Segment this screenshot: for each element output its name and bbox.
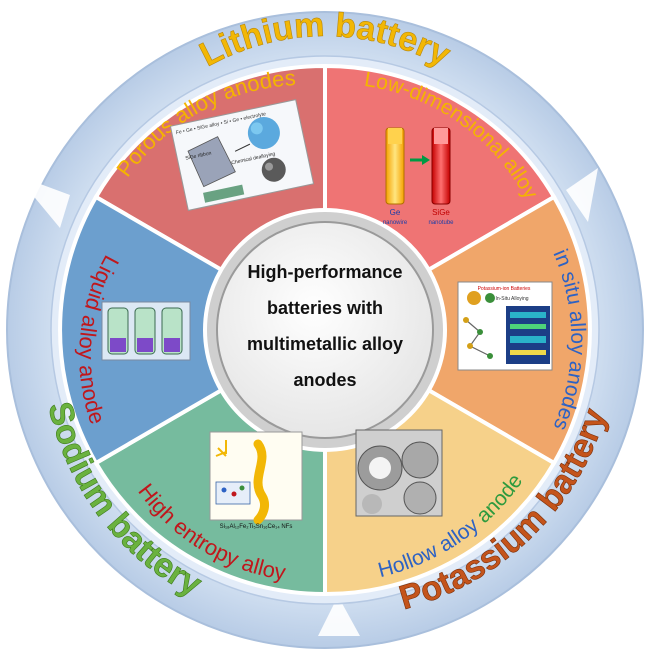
in-situ-band-3 <box>510 336 546 343</box>
nanowire-arrowhead <box>422 155 430 165</box>
he-atom-3 <box>239 485 245 491</box>
in-situ-band-4 <box>510 350 546 355</box>
in-situ-subtitle: In-Situ Alloying <box>495 296 528 302</box>
high-entropy-fiber <box>253 439 269 525</box>
inset-porous-image: Fe • Ge • SiGe alloy • Si • Ge • electro… <box>169 99 315 211</box>
porous-arrow <box>234 143 251 152</box>
in-situ-atom-a <box>467 291 481 305</box>
inset-low-dimensional-image: Ge SiGe nanowire nanotube <box>383 127 454 226</box>
sige-label: SiGe <box>432 208 450 217</box>
porous-inset-ribbon: SiGe ribbon <box>185 150 212 161</box>
he-atom-2 <box>231 491 237 497</box>
segment-liquid <box>58 194 329 466</box>
liquid-cell-1-fill <box>110 338 126 352</box>
center-title-line4: anodes <box>293 370 356 390</box>
he-atom-1 <box>221 487 227 493</box>
lattice-node-2 <box>477 329 483 335</box>
hollow-sphere-1-core <box>369 457 391 479</box>
in-situ-atom-b <box>485 293 495 303</box>
in-situ-band-2 <box>510 324 546 329</box>
inset-in-situ-image: Potassium-ion Batteries In-Situ Alloying <box>457 281 553 371</box>
sige-ribbon-block <box>187 136 236 188</box>
lattice-node-1 <box>463 317 469 323</box>
high-entropy-formula: Si₁₈Al₁₂Fe₂Ti₅Sn₁₆Ce₁₄ NFs <box>220 524 293 530</box>
ge-nanowire-cap <box>388 128 402 144</box>
segment-in-situ <box>321 194 592 466</box>
nanotube-label: nanotube <box>428 220 454 226</box>
center-circle <box>216 221 434 439</box>
nanowire-label: nanowire <box>383 220 408 226</box>
lattice-node-3 <box>467 343 473 349</box>
in-situ-title: Potassium-ion Batteries <box>478 286 531 292</box>
porous-sem-highlight <box>265 162 274 171</box>
ring-divider-right <box>566 168 598 222</box>
center-title-line2: batteries with <box>267 298 383 318</box>
hollow-sphere-3 <box>403 481 437 515</box>
liquid-cell-2-fill <box>137 338 153 352</box>
ring-divider-bottom <box>318 596 360 636</box>
center-title-line3: multimetallic alloy <box>247 334 403 354</box>
lattice-node-4 <box>487 353 493 359</box>
inset-liquid-image <box>101 301 191 361</box>
porous-structure-blob-highlight <box>250 122 263 135</box>
liquid-cell-3-fill <box>164 338 180 352</box>
center-title-line1: High-performance <box>247 262 402 282</box>
sige-nanotube-cap <box>434 128 448 144</box>
porous-lattice-strip <box>203 184 245 203</box>
inset-high-entropy-image: Si₁₈Al₁₂Fe₂Ti₅Sn₁₆Ce₁₄ NFs <box>209 431 303 530</box>
in-situ-lattice <box>465 319 491 357</box>
inset-hollow-image <box>355 429 443 517</box>
hollow-sphere-4 <box>362 494 382 514</box>
hollow-sphere-2 <box>401 441 439 479</box>
ring-divider-left <box>16 175 70 228</box>
ge-label: Ge <box>390 208 401 217</box>
high-entropy-burst <box>215 440 227 457</box>
in-situ-band-1 <box>510 312 546 318</box>
